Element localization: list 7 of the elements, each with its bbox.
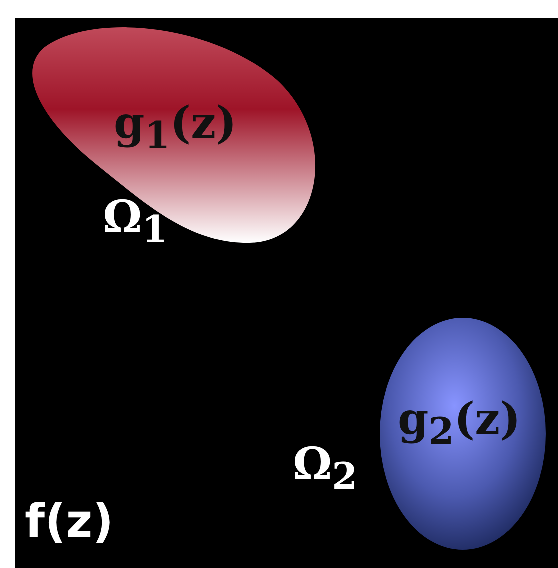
function-label: g$_{2}$(z) [398,398,521,450]
region-ellipse [380,318,546,550]
plane-region [15,18,558,568]
function-label: g$_{1}$(z) [114,102,237,154]
domain-label: Ω$_{2}$ [293,443,358,496]
function-label: f(z) [25,498,114,544]
domain-label: Ω$_{1}$ [103,196,168,248]
